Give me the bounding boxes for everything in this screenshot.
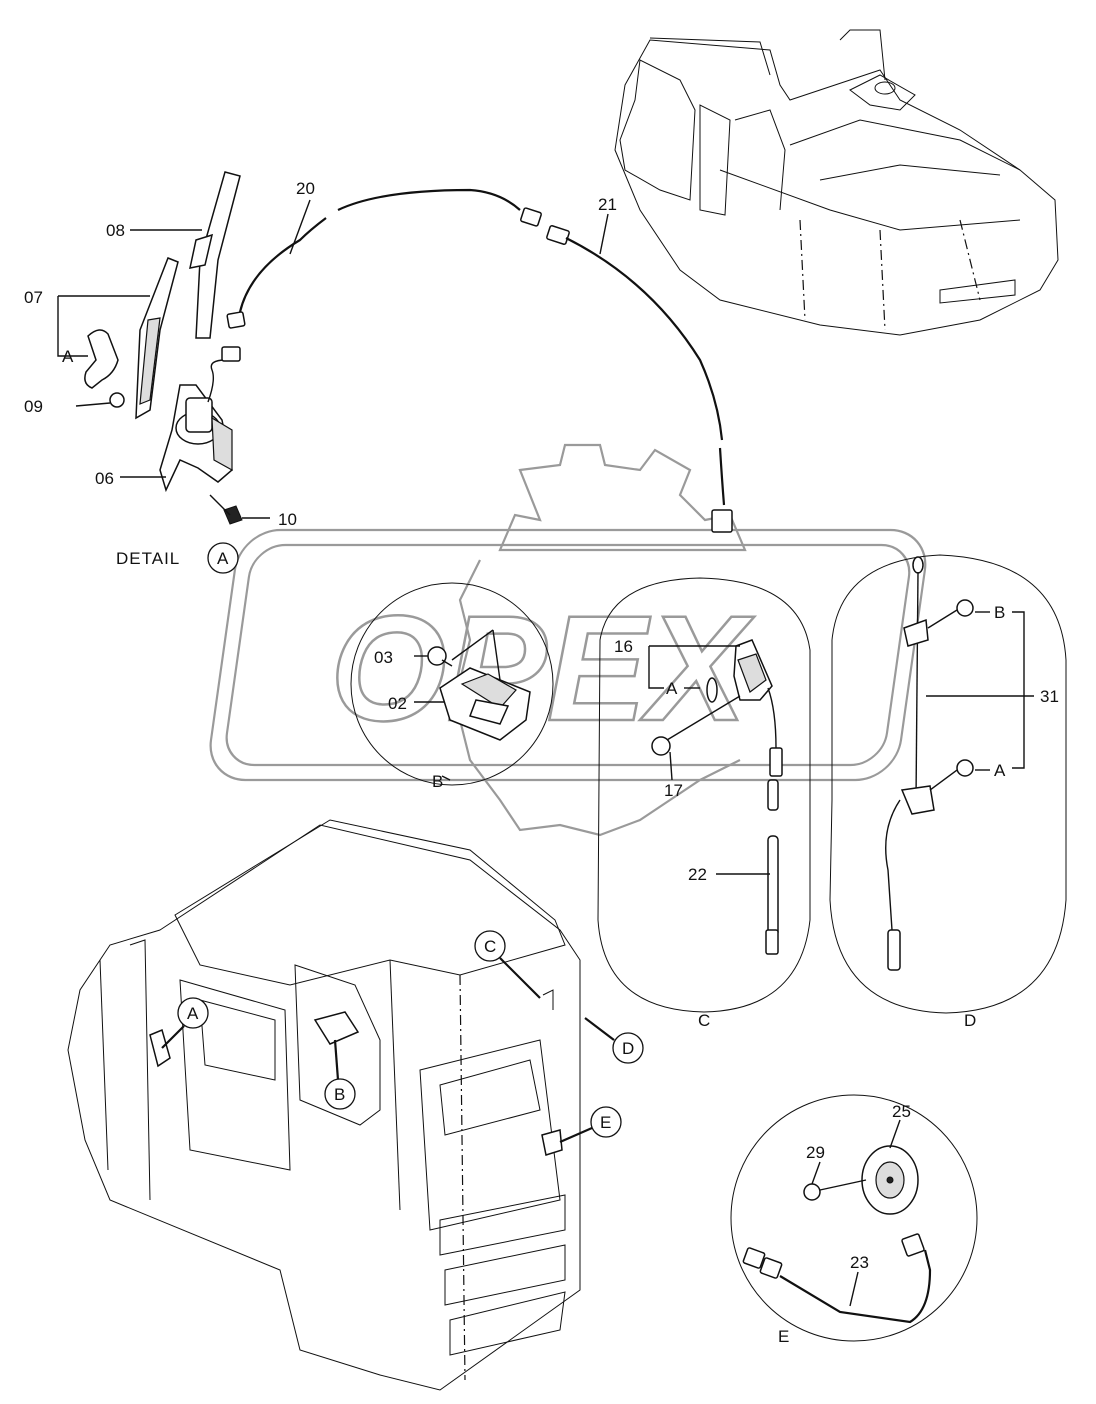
opex-watermark: OPEX — [209, 443, 927, 837]
detail-caption-circle — [207, 542, 239, 574]
view-c-group — [597, 577, 811, 1013]
part-21-harness — [565, 237, 724, 441]
view-e-circle — [730, 1094, 978, 1342]
watermark-frame-inner — [225, 543, 911, 767]
part-23-harness — [742, 1233, 932, 1324]
label-25: 25 — [892, 1102, 911, 1121]
view-e-letter: E — [778, 1327, 789, 1346]
label-d-sub-b: B — [994, 603, 1005, 622]
part-31-antenna — [885, 556, 974, 971]
clip-a — [84, 329, 119, 389]
svg-text:C: C — [484, 937, 496, 956]
cab-callout-d — [612, 1032, 644, 1064]
detail-a-group — [84, 171, 243, 525]
view-e-group — [730, 1094, 978, 1342]
label-20: 20 — [296, 179, 315, 198]
view-c-outline — [597, 577, 811, 1013]
label-06: 06 — [95, 469, 114, 488]
part-09-nut — [109, 392, 125, 408]
cab-callouts: A B C D E — [161, 930, 644, 1144]
cab-callout-c — [474, 930, 506, 962]
label-21: 21 — [598, 195, 617, 214]
part-labels: 08 07 A 09 06 10 20 21 DETAIL A 03 02 B … — [24, 179, 1059, 1346]
gear-icon — [498, 443, 747, 552]
label-22: 22 — [688, 865, 707, 884]
view-d-letter: D — [964, 1011, 976, 1030]
label-08: 08 — [106, 221, 125, 240]
cab-callout-a — [177, 997, 209, 1029]
part-02-switch — [439, 667, 531, 741]
label-07: 07 — [24, 288, 43, 307]
watermark-text: OPEX — [330, 584, 755, 752]
svg-text:A: A — [187, 1004, 199, 1023]
view-b-group — [350, 582, 554, 786]
label-c-sub-a: A — [666, 679, 678, 698]
label-d-sub-a: A — [994, 761, 1006, 780]
view-b-circle — [350, 582, 554, 786]
svg-text:B: B — [334, 1085, 345, 1104]
label-23: 23 — [850, 1253, 869, 1272]
part-16-room-lamp — [706, 639, 773, 703]
svg-text:E: E — [600, 1113, 611, 1132]
view-c-letter: C — [698, 1011, 710, 1030]
part-22-harness — [767, 835, 779, 937]
label-02: 02 — [388, 694, 407, 713]
part-20-harness — [238, 217, 327, 313]
cab-callout-b — [324, 1078, 356, 1110]
label-31: 31 — [1040, 687, 1059, 706]
part-06-wiper-motor — [159, 384, 233, 493]
watermark-frame-outer — [209, 528, 927, 782]
svg-text:D: D — [622, 1039, 634, 1058]
view-d-outline — [829, 554, 1067, 1014]
detail-caption: DETAIL — [116, 549, 180, 568]
part-10-bolt — [209, 494, 243, 525]
label-detail-a-ref: A — [62, 347, 74, 366]
part-17-screw — [651, 695, 741, 756]
detail-caption-letter: A — [217, 549, 229, 568]
harness-group — [226, 188, 733, 533]
cab-outline — [67, 819, 581, 1391]
label-09: 09 — [24, 397, 43, 416]
excavator-outline — [614, 29, 1059, 336]
label-29: 29 — [806, 1143, 825, 1162]
label-17: 17 — [664, 781, 683, 800]
part-25-horn — [861, 1145, 919, 1215]
view-b-letter: B — [432, 772, 443, 791]
label-16: 16 — [614, 637, 633, 656]
part-29-bolt — [803, 1179, 867, 1201]
leader-lines — [57, 199, 1034, 1307]
label-10: 10 — [278, 510, 297, 529]
cab-callout-e — [590, 1106, 622, 1138]
label-03: 03 — [374, 648, 393, 667]
view-d-group — [829, 554, 1067, 1014]
